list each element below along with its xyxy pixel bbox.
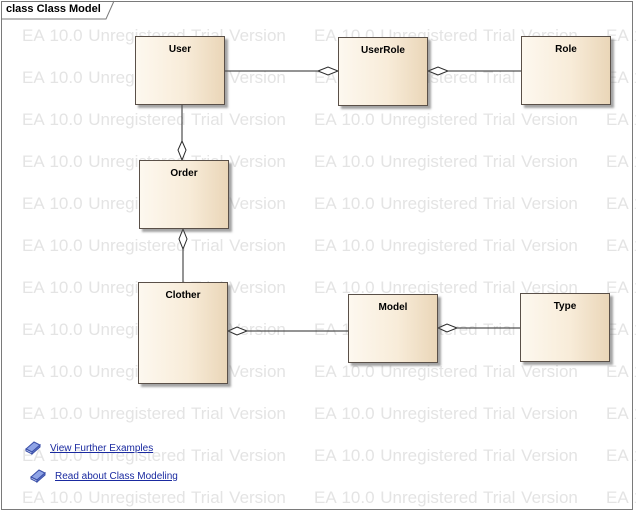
book-icon: [25, 441, 41, 456]
aggregation-diamond-order-user: [177, 139, 187, 162]
class-role-name: Role: [555, 44, 577, 55]
link-view-further-examples[interactable]: View Further Examples: [24, 440, 153, 456]
class-type-name: Type: [553, 301, 577, 312]
aggregation-diamond-clother-model: [226, 326, 249, 336]
book-icon: [30, 469, 46, 484]
class-user-name: User: [168, 44, 192, 55]
aggregation-diamond-userrole-user: [316, 66, 340, 76]
aggregation-diamond-model-type: [436, 323, 459, 333]
aggregation-diamond-order-clother: [178, 227, 188, 251]
link-read-about-class-modeling[interactable]: Read about Class Modeling: [29, 468, 178, 484]
class-role[interactable]: Role: [521, 36, 611, 105]
class-type[interactable]: Type: [520, 293, 610, 362]
aggregation-diamond-userrole-role: [426, 66, 450, 76]
class-clother-name: Clother: [165, 290, 201, 301]
link-view-further-examples-label: View Further Examples: [50, 442, 154, 454]
class-model-name: Model: [378, 302, 408, 313]
class-clother[interactable]: Clother: [138, 282, 228, 384]
link-read-about-class-modeling-label: Read about Class Modeling: [55, 470, 178, 482]
frame-title: class Class Model: [6, 3, 101, 15]
class-model[interactable]: Model: [348, 294, 438, 363]
class-userrole-name: UserRole: [361, 45, 405, 56]
class-order-name: Order: [170, 168, 198, 179]
frame-tab[interactable]: class Class Model: [1, 1, 107, 18]
class-userrole[interactable]: UserRole: [338, 37, 428, 106]
class-order[interactable]: Order: [139, 160, 229, 229]
class-user[interactable]: User: [135, 36, 225, 105]
